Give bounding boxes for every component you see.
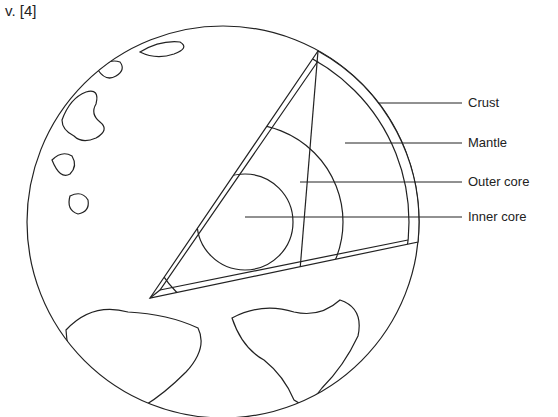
layer-label: Crust <box>467 95 500 111</box>
continent-outline <box>69 194 88 214</box>
crust-edge <box>160 240 408 290</box>
leader-lines <box>245 103 462 217</box>
crust-boundary <box>37 36 409 408</box>
leader-line <box>378 103 462 104</box>
continent-outline <box>66 309 201 415</box>
globe-outline <box>27 26 419 417</box>
globe <box>27 26 419 417</box>
continent-outline <box>140 42 184 57</box>
inner-core-boundary <box>197 174 293 270</box>
continent-outline <box>62 91 104 140</box>
outer-core-boundary <box>147 124 343 320</box>
continent-outline <box>98 61 122 78</box>
layer-label: Outer core <box>467 174 530 190</box>
earth-layers <box>37 36 409 408</box>
continent-outline <box>52 154 75 176</box>
crust-edge <box>150 61 318 298</box>
layer-label: Inner core <box>467 209 528 225</box>
leader-line <box>300 182 462 183</box>
leader-line <box>245 217 462 218</box>
question-mark-text: v. [4] <box>4 2 37 20</box>
layer-label: Mantle <box>467 135 508 151</box>
continent-outline <box>372 358 382 375</box>
cutaway-outline <box>150 51 419 298</box>
leader-line <box>345 143 462 144</box>
continent-outline <box>232 300 359 403</box>
